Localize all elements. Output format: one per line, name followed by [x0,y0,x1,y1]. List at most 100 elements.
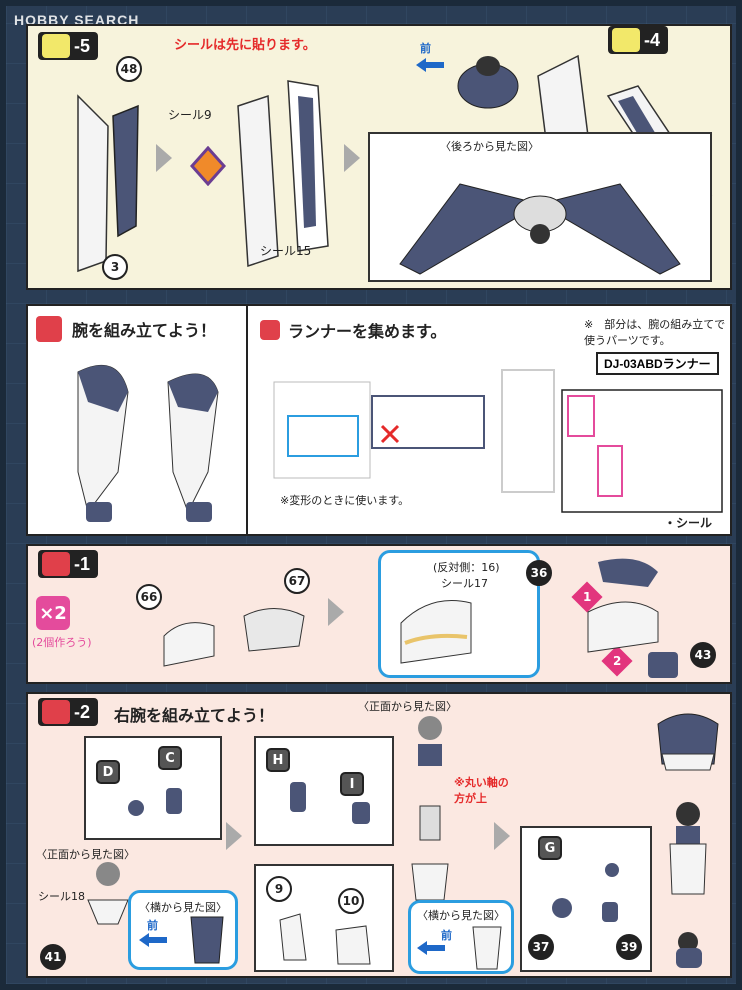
seal-9-label: シール9 [168,108,212,122]
seal-17-label: シール17 [441,577,488,590]
step-tag-arm-2: -2 [38,698,99,726]
inset-9-10: 9 10 [254,864,394,972]
seal-detail-inset: (反対側：16) シール17 [378,550,540,678]
part-number-41: 41 [40,944,66,970]
step-panel-1: -5 シールは先に貼ります。 48 3 シール9 シール15 前 [26,24,732,290]
make-two-badge: ×2 [36,596,70,630]
shoulder-parts-illustration [163,608,305,667]
step-tag-4: -4 [608,26,669,54]
step-panel-2: 腕を組み立てよう！ ランナーを集めます。 ※ 部分は、腕の組み立てで使うパーツで… [26,304,732,536]
side-view-label-1: 〈横から見た図〉 [139,901,227,914]
part-letter-d: D [96,760,120,784]
next-step-arrow [156,144,172,172]
front-arrow-icon-2 [139,933,167,947]
arms-preview-illustration [77,364,219,522]
transform-note: ※変形のときに使います。 [280,494,410,507]
seal-detail-illustration [400,600,472,664]
round-shaft-note: ※丸い軸の方が上 [454,776,509,805]
forearm-front-illustration [87,862,129,925]
part-letter-i: I [340,772,364,796]
make-two-note: (2個作ろう) [32,636,92,649]
back-view-illustration [399,183,681,275]
back-view-label: 〈後ろから見た図〉 [440,140,539,153]
inset-g: G 37 39 [520,826,652,972]
side-view-inset-2: 〈横から見た図〉 前 [408,900,514,974]
hand-joint-illustration [552,863,619,922]
right-arm-title: 右腕を組み立てよう！ [114,706,275,725]
part-number-67: 67 [284,568,310,594]
step-number-arm-2: -2 [74,701,91,722]
seal-18-label: シール18 [38,890,85,903]
side-view-label-2: 〈横から見た図〉 [417,909,505,922]
front-indicator-2: 前 [147,919,158,932]
joint-parts-illustration [128,788,182,816]
elbow-parts-illustration [290,782,370,824]
back-view-inset: 〈後ろから見た図〉 [368,132,712,282]
runner-name: DJ-03ABDランナー [596,352,719,375]
part-number-37: 37 [528,934,554,960]
front-arrow-icon-3 [417,941,445,955]
side-view-inset-1: 〈横から見た図〉 前 [128,890,238,970]
part-letter-c: C [158,746,182,770]
next-step-arrow-4 [226,822,242,850]
step-tag-1: -5 [38,32,99,60]
head-part-illustration [457,56,519,109]
step-panel-3: -1 ×2 (2個作ろう) 66 67 (反対側：16) シール17 36 1 … [26,544,732,684]
part-number-36: 36 [526,560,552,586]
torso-icon [42,34,70,58]
front-arrow-icon [416,58,444,72]
runner-usage-note: ※ 部分は、腕の組み立てで使うパーツです。 [584,318,726,347]
hand-icon-4 [42,700,70,724]
front-indicator-3: 前 [441,929,452,942]
arm-title-row: 腕を組み立てよう！ [36,316,216,342]
step-panel-4: -2 右腕を組み立てよう！ 〈正面から見た図〉 D C 〈正面から見た図〉 シー… [26,692,732,978]
seal-15-label: シール15 [260,244,312,258]
seal-label: ・シール [664,516,713,530]
hand-icon [36,316,62,342]
manual-page: HOBBY SEARCH -5 シールは先に貼ります。 48 3 シール9 シー… [6,6,736,984]
front-view-label-top: 〈正面から見た図〉 [358,700,457,713]
leg-part-illustration [77,94,139,273]
part-letter-g: G [538,836,562,860]
part-letter-h: H [266,748,290,772]
hand-icon-3 [42,552,70,576]
inset-d-c: D C [84,736,222,840]
part-number-3: 3 [102,254,128,280]
runner-title-row: ランナーを集めます。 [260,318,446,342]
forearm-stack-illustration [411,716,449,901]
torso-icon-2 [612,28,640,52]
arm-title: 腕を組み立てよう！ [72,321,217,340]
seal-9-sticker [189,146,227,186]
step-number-arm-1: -1 [74,553,91,574]
side-forearm-illustration [472,926,502,970]
step-tag-arm-1: -1 [38,550,99,578]
shoulder-assembly-illustration [587,558,678,678]
part-number-66: 66 [136,584,162,610]
part-number-48: 48 [116,56,142,82]
opposite-side-note: (反対側：16) [433,561,500,574]
part-number-39: 39 [616,934,642,960]
seal-first-note: シールは先に貼ります。 [174,38,316,53]
step-number: -5 [74,35,91,56]
step-number-4: -4 [644,29,661,50]
runner-grey-illustration [371,395,485,449]
runner-title: ランナーを集めます。 [288,322,447,341]
inset-h-i: H I [254,736,394,846]
next-step-arrow-2 [344,144,360,172]
wing-part-assembly [237,80,329,268]
right-arm-final-illustration [657,713,719,968]
part-number-9: 9 [266,876,292,902]
next-step-arrow-3 [328,598,344,626]
part-number-43: 43 [690,642,716,668]
front-indicator: 前 [420,42,431,55]
runner-abd-illustration [561,389,723,513]
runner-white-illustration [501,369,555,493]
part-number-10: 10 [338,888,364,914]
next-step-arrow-5 [494,822,510,850]
side-part-illustration [190,916,224,964]
front-view-label-left: 〈正面から見た図〉 [36,848,135,861]
hand-icon-2 [260,320,280,340]
runner-transform-illustration [273,381,371,479]
divider [246,306,248,534]
forearm-plates-illustration [279,913,371,965]
